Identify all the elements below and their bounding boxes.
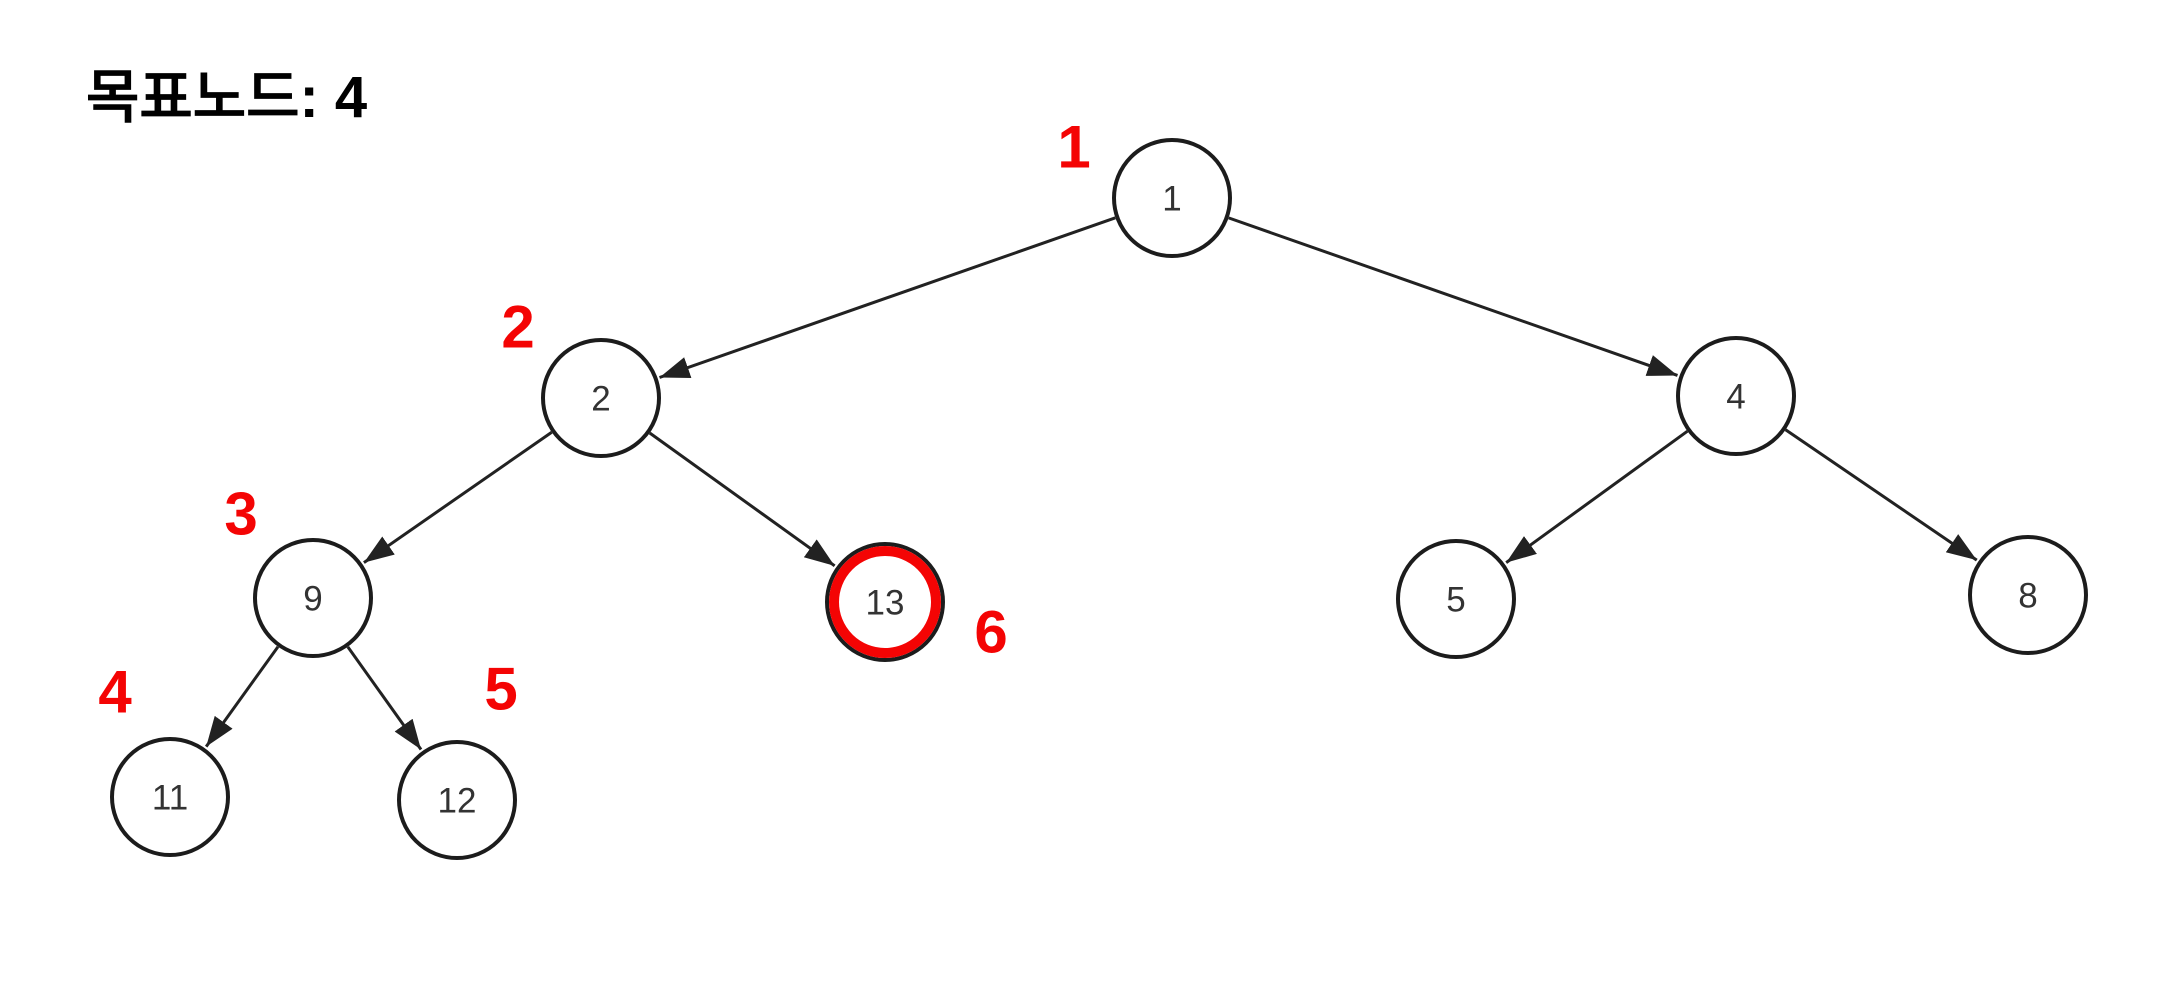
node-label-2: 2 <box>591 379 610 418</box>
edge-9-11 <box>204 645 280 748</box>
node-circle-2 <box>541 338 661 458</box>
edge-1-2 <box>659 216 1116 379</box>
visit-order-label-4: 4 <box>98 659 132 726</box>
node-circle-9 <box>253 538 373 658</box>
node-label-9: 9 <box>303 579 322 618</box>
node-circle-13 <box>825 542 945 662</box>
tree-node-1: 1 <box>1112 138 1232 258</box>
edge-9-12 <box>346 645 423 751</box>
node-label-8: 8 <box>2018 576 2037 615</box>
node-circle-8 <box>1968 535 2088 655</box>
node-label-13: 13 <box>866 583 905 622</box>
highlight-ring <box>829 546 941 658</box>
tree-node-13: 13 <box>825 542 945 662</box>
node-label-11: 11 <box>152 778 188 817</box>
tree-node-12: 12 <box>397 740 517 860</box>
tree-node-4: 4 <box>1676 336 1796 456</box>
node-circle-1 <box>1112 138 1232 258</box>
node-label-1: 1 <box>1162 179 1181 218</box>
edge-1-4 <box>1228 216 1678 377</box>
target-node-title: 목표노드: 4 <box>86 65 368 130</box>
visit-order-label-6: 6 <box>974 599 1007 666</box>
visit-order-label-1: 1 <box>1057 114 1090 181</box>
tree-node-2: 2 <box>541 338 661 458</box>
node-circle-5 <box>1396 539 1516 659</box>
node-label-4: 4 <box>1726 377 1745 416</box>
node-label-5: 5 <box>1446 580 1465 619</box>
visit-order-label-3: 3 <box>224 481 257 548</box>
node-circle-12 <box>397 740 517 860</box>
edge-4-5 <box>1505 430 1689 564</box>
visit-order-label-5: 5 <box>484 656 517 723</box>
node-label-12: 12 <box>438 781 477 820</box>
visit-order-label-2: 2 <box>501 294 534 361</box>
tree-node-11: 11 <box>110 737 230 857</box>
tree-node-8: 8 <box>1968 535 2088 655</box>
tree-node-5: 5 <box>1396 539 1516 659</box>
edge-4-8 <box>1784 428 1978 562</box>
tree-node-9: 9 <box>253 538 373 658</box>
node-circle-4 <box>1676 336 1796 456</box>
node-circle-11 <box>110 737 230 857</box>
edge-2-13 <box>648 431 836 568</box>
edge-2-9 <box>363 430 553 564</box>
